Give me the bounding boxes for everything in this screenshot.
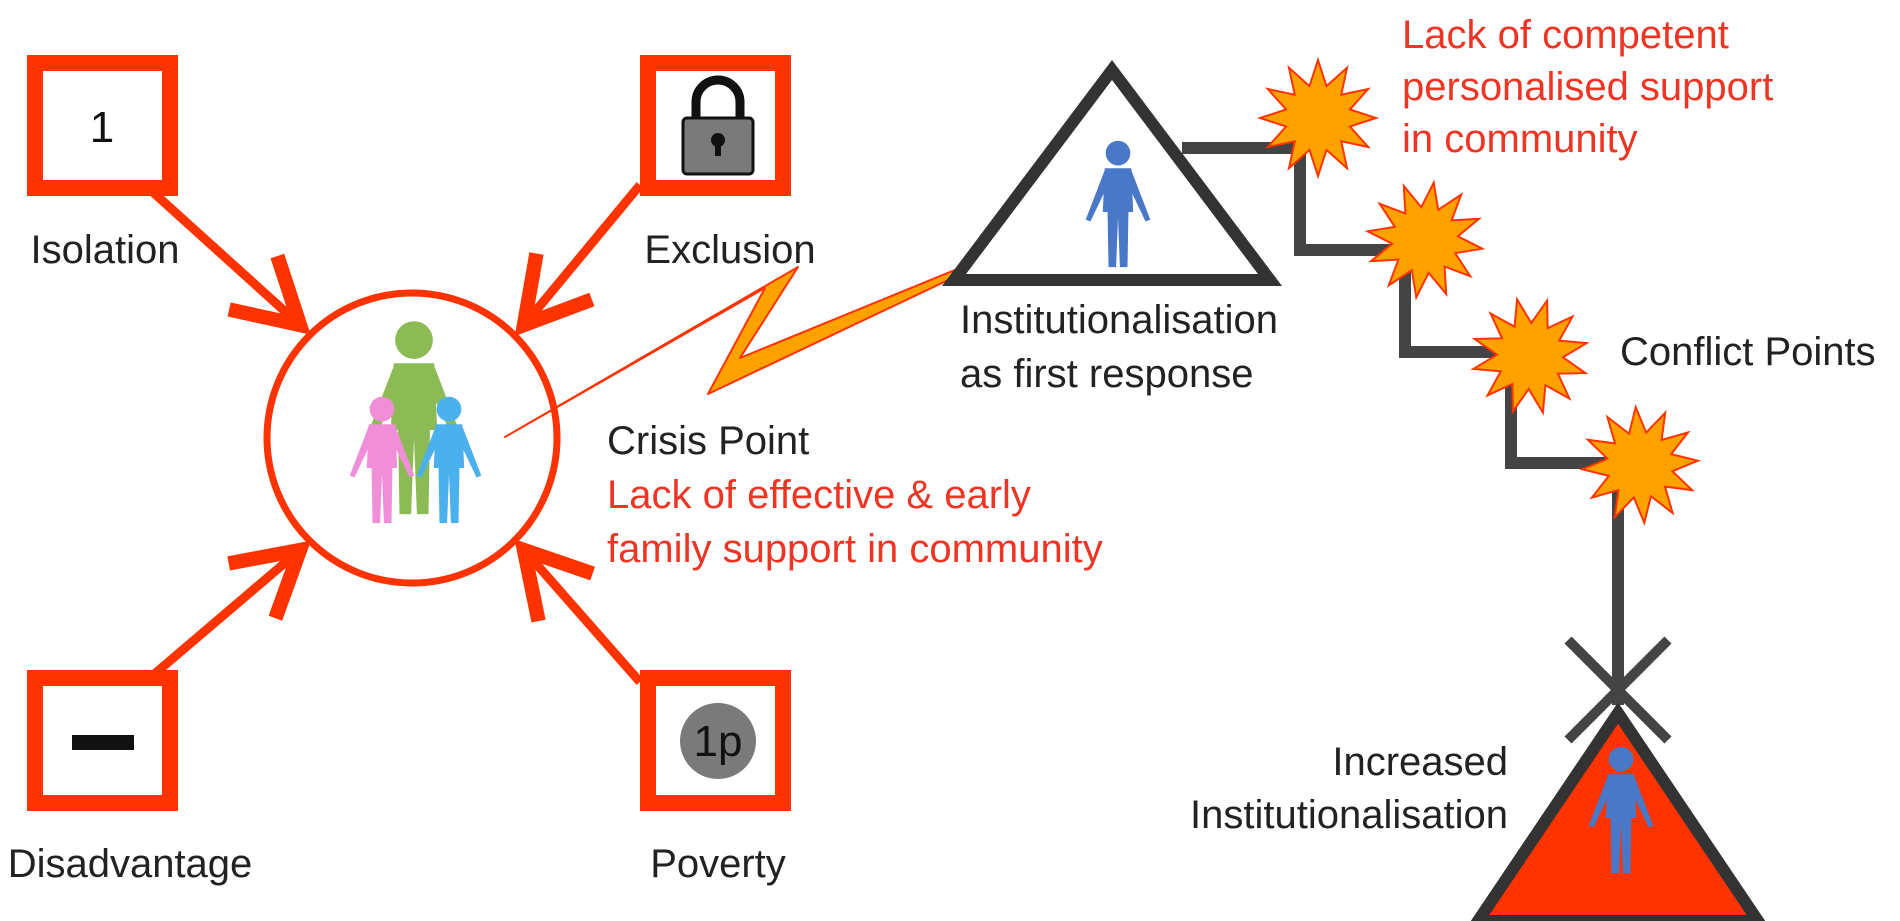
center-family: [263, 289, 561, 587]
arrow-isolation: [141, 181, 311, 335]
padlock-icon: [681, 75, 755, 176]
factor-exclusion: Exclusion: [640, 55, 816, 272]
burst-icon: [1256, 56, 1380, 180]
factor-arrows: [141, 181, 644, 686]
institution-line-2: as first response: [960, 352, 1253, 396]
crisis-title: Crisis Point: [607, 419, 809, 463]
factor-label: Poverty: [650, 842, 786, 886]
burst-icon: [1470, 296, 1590, 416]
coin-label: 1p: [694, 717, 743, 766]
crisis-line-1: Lack of effective & early: [607, 473, 1031, 517]
institution-line-1: Institutionalisation: [960, 298, 1278, 342]
increased-institutionalisation: Increased Institutionalisation: [1190, 636, 1766, 921]
burst-icon: [1364, 179, 1486, 301]
factor-box: [27, 55, 178, 196]
factor-label: Disadvantage: [8, 842, 253, 886]
support-gap-line-3: in community: [1402, 117, 1638, 161]
factor-label: Isolation: [31, 228, 180, 272]
crisis-point-text: Crisis Point Lack of effective & early f…: [607, 419, 1103, 571]
burst-icon: [1579, 404, 1701, 526]
conflict-bursts: [1256, 56, 1701, 526]
institution-first-response: Institutionalisation as first response: [941, 60, 1283, 396]
factor-label: Exclusion: [644, 228, 815, 272]
arrow-disadvantage: [142, 540, 312, 686]
support-gap-line-1: Lack of competent: [1402, 13, 1729, 57]
factor-poverty: 1p Poverty: [640, 670, 791, 886]
factor-disadvantage: Disadvantage: [8, 670, 253, 886]
conflict-points-label: Conflict Points: [1620, 330, 1876, 374]
number-one-icon: 1: [90, 103, 114, 152]
arrow-exclusion: [514, 182, 644, 337]
minus-icon: [72, 735, 134, 750]
increased-line-1: Increased: [1332, 740, 1508, 784]
support-gap-text: Lack of competent personalised support i…: [1402, 13, 1773, 161]
cross-mark: [1564, 636, 1672, 744]
factor-isolation: 1 Isolation: [27, 55, 180, 272]
crisis-line-2: family support in community: [607, 527, 1103, 571]
support-gap-line-2: personalised support: [1402, 65, 1773, 109]
conflict-stair-path: [1182, 142, 1624, 705]
arrow-poverty: [514, 539, 644, 685]
coin-icon: 1p: [680, 703, 756, 779]
increased-line-2: Institutionalisation: [1190, 793, 1508, 837]
